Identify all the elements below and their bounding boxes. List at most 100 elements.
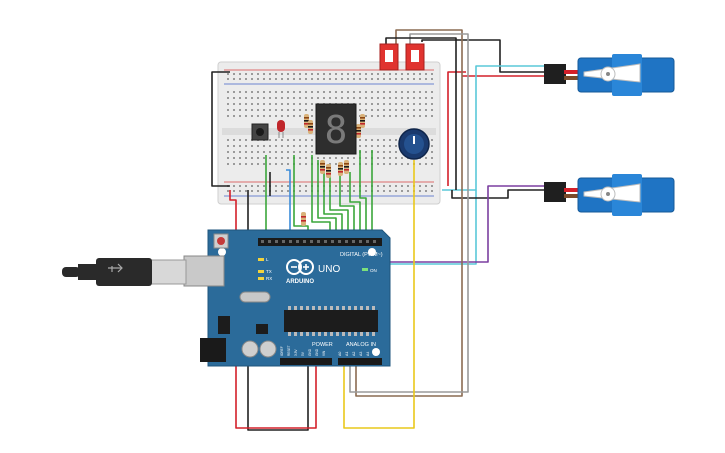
- resistor-icon[interactable]: [356, 124, 361, 138]
- wire-blue[interactable]: [286, 169, 291, 240]
- red-led-icon[interactable]: [277, 120, 285, 138]
- arduino-board[interactable]: DIGITAL (PWM~) L TX RX ARDUINO UNO ON: [183, 229, 391, 367]
- reset-button[interactable]: [213, 233, 229, 249]
- breadboard-hole: [263, 157, 265, 159]
- breadboard-hole: [257, 157, 259, 159]
- resistor-icon[interactable]: [326, 164, 331, 178]
- breadboard-hole: [275, 97, 277, 99]
- breadboard-hole: [353, 163, 355, 165]
- breadboard-hole: [353, 78, 355, 80]
- breadboard-hole: [263, 109, 265, 111]
- pushbutton-icon[interactable]: [251, 123, 269, 141]
- breadboard-hole: [293, 115, 295, 117]
- breadboard-hole: [401, 91, 403, 93]
- breadboard-hole: [245, 190, 247, 192]
- breadboard-hole: [431, 157, 433, 159]
- breadboard-hole: [299, 91, 301, 93]
- wire-black[interactable]: [385, 37, 457, 190]
- resistor-icon[interactable]: [320, 160, 325, 174]
- breadboard-hole: [311, 145, 313, 147]
- breadboard-hole: [239, 190, 241, 192]
- potentiometer-icon[interactable]: [398, 128, 430, 160]
- breadboard-hole: [389, 139, 391, 141]
- breadboard-hole: [323, 157, 325, 159]
- breadboard-hole: [323, 91, 325, 93]
- usb-cable-icon[interactable]: [62, 258, 187, 286]
- analog-pin-label: A2: [352, 352, 356, 356]
- breadboard-hole: [431, 91, 433, 93]
- chip-pin: [372, 306, 375, 310]
- wire-green[interactable]: [359, 150, 367, 240]
- breadboard-hole: [281, 73, 283, 75]
- breadboard-hole: [263, 145, 265, 147]
- breadboard-hole: [383, 103, 385, 105]
- wire-green[interactable]: [323, 166, 343, 240]
- wire-green[interactable]: [317, 160, 337, 240]
- resistor-icon[interactable]: [360, 114, 365, 128]
- resistor-icon[interactable]: [301, 212, 306, 226]
- wire-green[interactable]: [329, 170, 349, 240]
- power-jack-icon[interactable]: [200, 338, 226, 362]
- resistor-icon[interactable]: [344, 160, 349, 174]
- servo-top[interactable]: [544, 54, 675, 96]
- breadboard-hole: [263, 91, 265, 93]
- breadboard-hole: [227, 139, 229, 141]
- resistor-icon[interactable]: [338, 162, 343, 176]
- breadboard-hole: [245, 139, 247, 141]
- resistor-icon[interactable]: [308, 120, 313, 134]
- breadboard-hole: [365, 185, 367, 187]
- servo-bottom[interactable]: [544, 174, 675, 216]
- capacitor-icon: [241, 340, 259, 358]
- header-pin: [373, 240, 376, 243]
- power-header[interactable]: [280, 358, 332, 365]
- breadboard-hole: [263, 151, 265, 153]
- wire-green[interactable]: [349, 172, 361, 240]
- power-pin-label: VIN: [322, 350, 326, 356]
- tx-led-icon: [258, 270, 264, 273]
- breadboard-hole: [311, 97, 313, 99]
- breadboard-hole: [257, 109, 259, 111]
- breadboard-hole: [305, 190, 307, 192]
- servo-horn-icon[interactable]: [583, 183, 641, 203]
- seven-segment-display[interactable]: 8: [315, 103, 357, 155]
- wire-gray[interactable]: [349, 33, 469, 393]
- wire-green[interactable]: [339, 172, 355, 240]
- breadboard-hole: [413, 109, 415, 111]
- breadboard-hole: [281, 115, 283, 117]
- breadboard-hole: [275, 78, 277, 80]
- breadboard-hole: [227, 157, 229, 159]
- chip-pin: [348, 332, 351, 336]
- wire-cyan[interactable]: [442, 65, 548, 191]
- chip-pin: [294, 332, 297, 336]
- wire-brown[interactable]: [355, 29, 463, 397]
- breadboard-hole: [293, 73, 295, 75]
- breadboard-hole: [269, 145, 271, 147]
- chip-pin: [324, 306, 327, 310]
- breadboard-hole: [227, 91, 229, 93]
- breadboard-hole: [425, 91, 427, 93]
- seven-segment-digit: 8: [325, 108, 348, 152]
- breadboard-hole: [371, 78, 373, 80]
- wire-black[interactable]: [421, 39, 548, 73]
- servo-horn-icon[interactable]: [583, 63, 641, 83]
- breadboard-hole: [407, 109, 409, 111]
- wire-black[interactable]: [211, 71, 230, 187]
- wire-black[interactable]: [451, 189, 548, 199]
- wire-red[interactable]: [447, 71, 548, 186]
- breadboard-hole: [299, 78, 301, 80]
- slide-switch-left[interactable]: [379, 43, 399, 71]
- breadboard-hole: [329, 157, 331, 159]
- analog-header[interactable]: [338, 358, 382, 365]
- breadboard-hole: [311, 139, 313, 141]
- breadboard-hole: [245, 151, 247, 153]
- chip-pin: [300, 306, 303, 310]
- breadboard-hole: [275, 103, 277, 105]
- resistor-icon[interactable]: [304, 114, 309, 128]
- breadboard-hole: [311, 91, 313, 93]
- breadboard-hole: [317, 91, 319, 93]
- header-pin: [366, 240, 369, 243]
- breadboard-hole: [353, 91, 355, 93]
- wire-yellow[interactable]: [343, 160, 415, 429]
- usb-port-icon[interactable]: [183, 255, 225, 287]
- slide-switch-right[interactable]: [405, 43, 425, 71]
